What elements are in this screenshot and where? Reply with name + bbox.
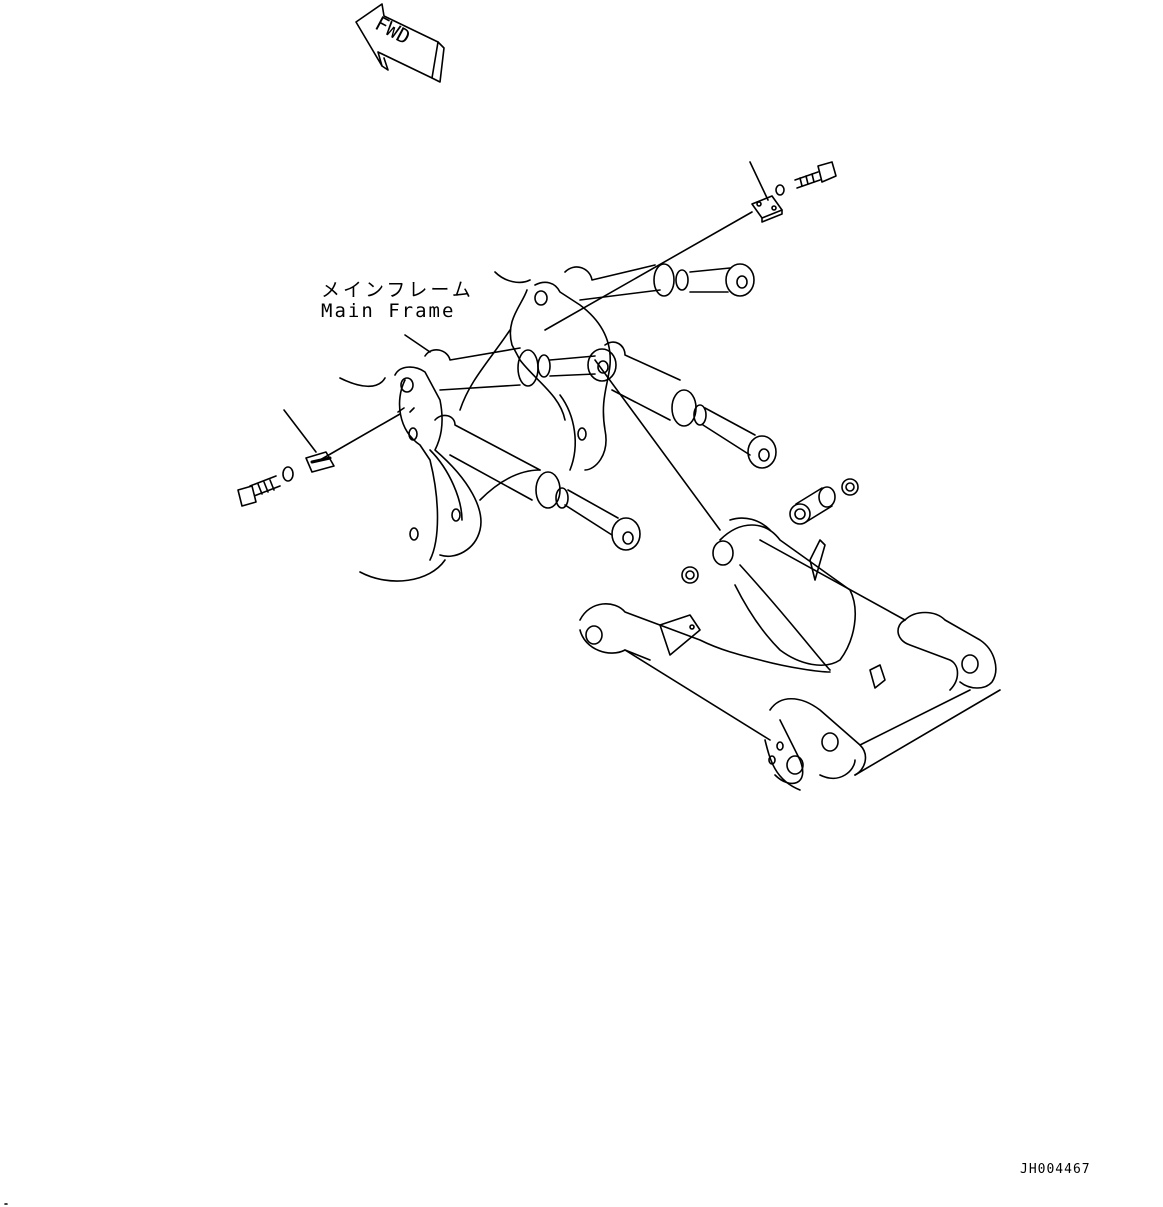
washer-left [282,466,294,482]
bolt-upper-right [794,161,837,189]
lift-cylinder-middle [424,347,617,391]
leader-line-left [283,409,401,461]
fwd-arrow-icon: FWD [355,3,445,83]
washer-upper-right [775,184,785,196]
bucket-cylinder-right [604,341,777,469]
main-frame-leader [404,334,721,531]
lift-arm [579,517,1001,791]
main-frame [339,271,611,582]
bolt-left [237,475,281,507]
main-frame-label-en: Main Frame [321,300,456,322]
bushing [681,478,859,584]
drawing-number: JH004467 [1020,1162,1091,1177]
bucket-cylinder-left [434,414,641,551]
leader-line-upper [544,161,769,331]
boom-cylinder-upper [564,263,755,301]
plate-upper-right [751,195,783,223]
main-frame-label-jp: メインフレーム [321,279,474,301]
